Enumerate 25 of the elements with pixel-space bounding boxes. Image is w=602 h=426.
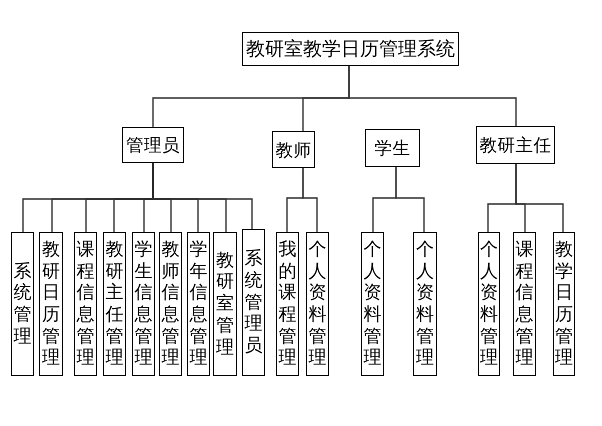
module-box: 课程信息管理 bbox=[74, 232, 97, 376]
module-box: 个人资料管理 bbox=[361, 232, 384, 376]
role-box: 管理员 bbox=[122, 127, 184, 163]
connector-line bbox=[515, 164, 564, 232]
module-box: 系统管理员 bbox=[242, 229, 265, 376]
module-box: 学年信息管理 bbox=[187, 232, 210, 376]
role-box: 教研主任 bbox=[476, 126, 555, 164]
module-box: 教师信息管理 bbox=[159, 232, 182, 376]
module-box: 教学日历管理 bbox=[553, 232, 575, 376]
role-box: 学生 bbox=[365, 129, 420, 167]
module-box: 个人资料管理 bbox=[413, 232, 437, 376]
module-box: 学生信息管理 bbox=[132, 232, 155, 376]
module-box: 系统管理 bbox=[11, 232, 34, 376]
system-box: 教研室教学日历管理系统 bbox=[242, 32, 459, 66]
module-box: 个人资料管理 bbox=[478, 232, 500, 376]
connector-line bbox=[302, 168, 318, 232]
connector-line bbox=[348, 66, 517, 126]
module-box: 教研室管理 bbox=[213, 232, 237, 376]
module-box: 课程信息管理 bbox=[513, 232, 536, 376]
module-box: 教研主任管理 bbox=[103, 232, 126, 376]
connector-line bbox=[395, 167, 425, 232]
module-box: 教研日历管理 bbox=[39, 232, 63, 376]
role-box: 教师 bbox=[272, 131, 315, 168]
module-box: 我的课程管理 bbox=[276, 232, 299, 376]
module-box: 个人资料管理 bbox=[306, 232, 329, 376]
